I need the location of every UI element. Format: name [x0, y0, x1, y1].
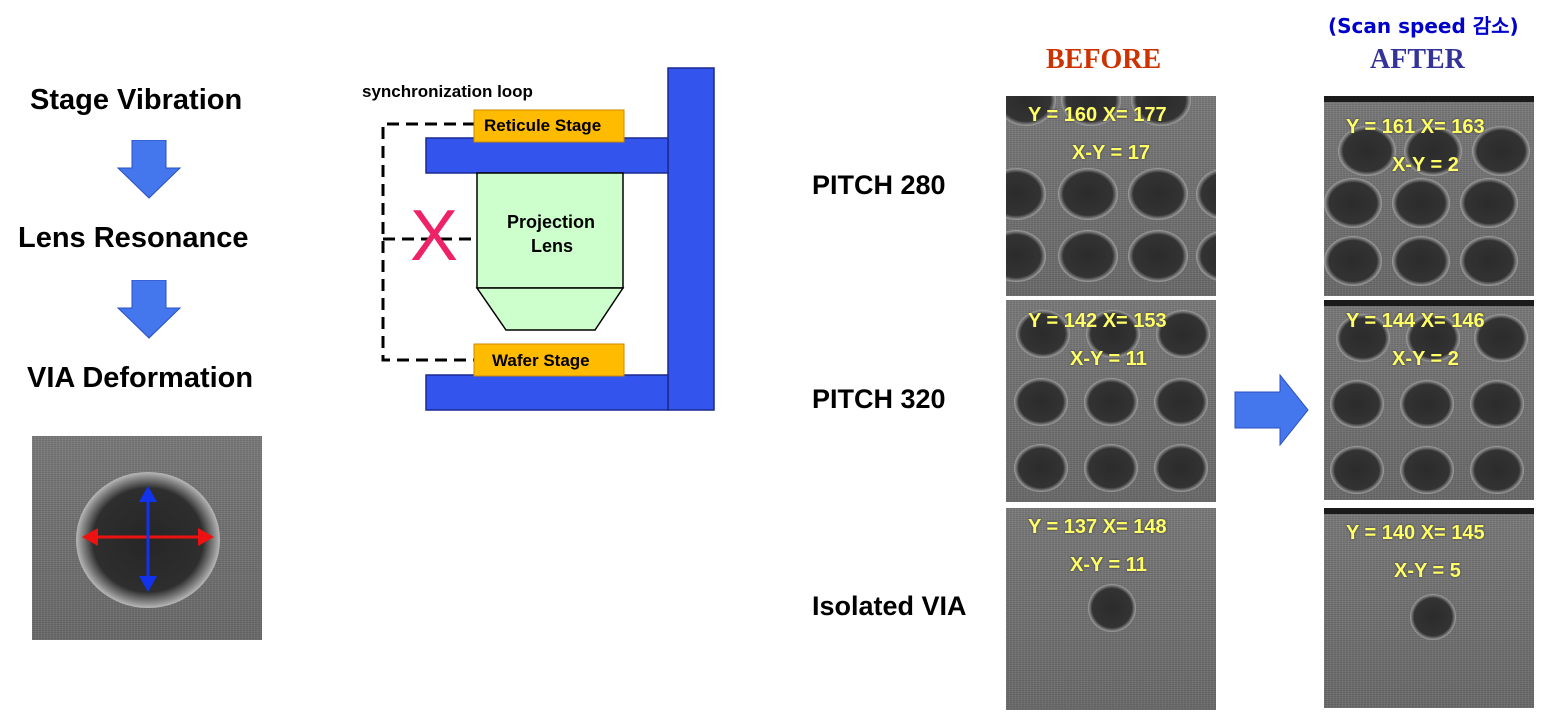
projection-lens-label-line1: Projection — [507, 212, 596, 232]
sem-after-pitch-280: Y = 161 X= 163 X-Y = 2 — [1324, 96, 1534, 296]
measurement-xy: Y = 160 X= 177 — [1028, 104, 1167, 126]
sem-before-pitch-320: Y = 142 X= 153 X-Y = 11 — [1006, 300, 1216, 502]
deformed-via-image — [32, 436, 262, 640]
measurement-xy: Y = 144 X= 146 — [1346, 310, 1485, 332]
down-arrow-icon — [116, 280, 182, 339]
scanner-diagram — [381, 67, 715, 411]
before-heading: BEFORE — [1046, 44, 1162, 75]
broken-loop-mark: X — [410, 196, 459, 276]
row-label-pitch-320: PITCH 320 — [812, 384, 946, 414]
flow-step-stage-vibration: Stage Vibration — [30, 84, 243, 116]
measurement-xy: Y = 161 X= 163 — [1346, 116, 1485, 138]
sem-after-pitch-320: Y = 144 X= 146 X-Y = 2 — [1324, 300, 1534, 500]
sem-after-isolated-via: Y = 140 X= 145 X-Y = 5 — [1324, 508, 1534, 708]
measurement-diff: X-Y = 11 — [1070, 348, 1147, 370]
right-arrow-icon — [1234, 374, 1309, 446]
after-note: (Scan speed 감소) — [1328, 14, 1519, 38]
measurement-diff: X-Y = 17 — [1072, 142, 1151, 164]
after-heading: AFTER — [1370, 44, 1465, 75]
projection-lens-label-line2: Lens — [531, 236, 574, 256]
down-arrow-icon — [116, 140, 182, 199]
flow-step-lens-resonance: Lens Resonance — [18, 222, 249, 254]
measurement-xy: Y = 137 X= 148 — [1028, 516, 1167, 538]
measurement-xy: Y = 142 X= 153 — [1028, 310, 1167, 332]
measurement-diff: X-Y = 11 — [1070, 554, 1147, 576]
sem-before-isolated-via: Y = 137 X= 148 X-Y = 11 — [1006, 508, 1216, 710]
deformation-arrows-icon — [82, 486, 214, 592]
wafer-stage-label: Wafer Stage — [492, 351, 590, 370]
measurement-diff: X-Y = 2 — [1392, 154, 1459, 176]
measurement-diff: X-Y = 2 — [1392, 348, 1459, 370]
reticule-stage-label: Reticule Stage — [484, 116, 602, 135]
sync-loop-label: synchronization loop — [362, 82, 533, 101]
sem-before-pitch-280: Y = 160 X= 177 X-Y = 17 — [1006, 96, 1216, 296]
row-label-isolated-via: Isolated VIA — [812, 591, 967, 621]
measurement-xy: Y = 140 X= 145 — [1346, 522, 1485, 544]
measurement-diff: X-Y = 5 — [1394, 560, 1461, 582]
flow-step-via-deformation: VIA Deformation — [27, 362, 254, 394]
row-label-pitch-280: PITCH 280 — [812, 170, 946, 200]
